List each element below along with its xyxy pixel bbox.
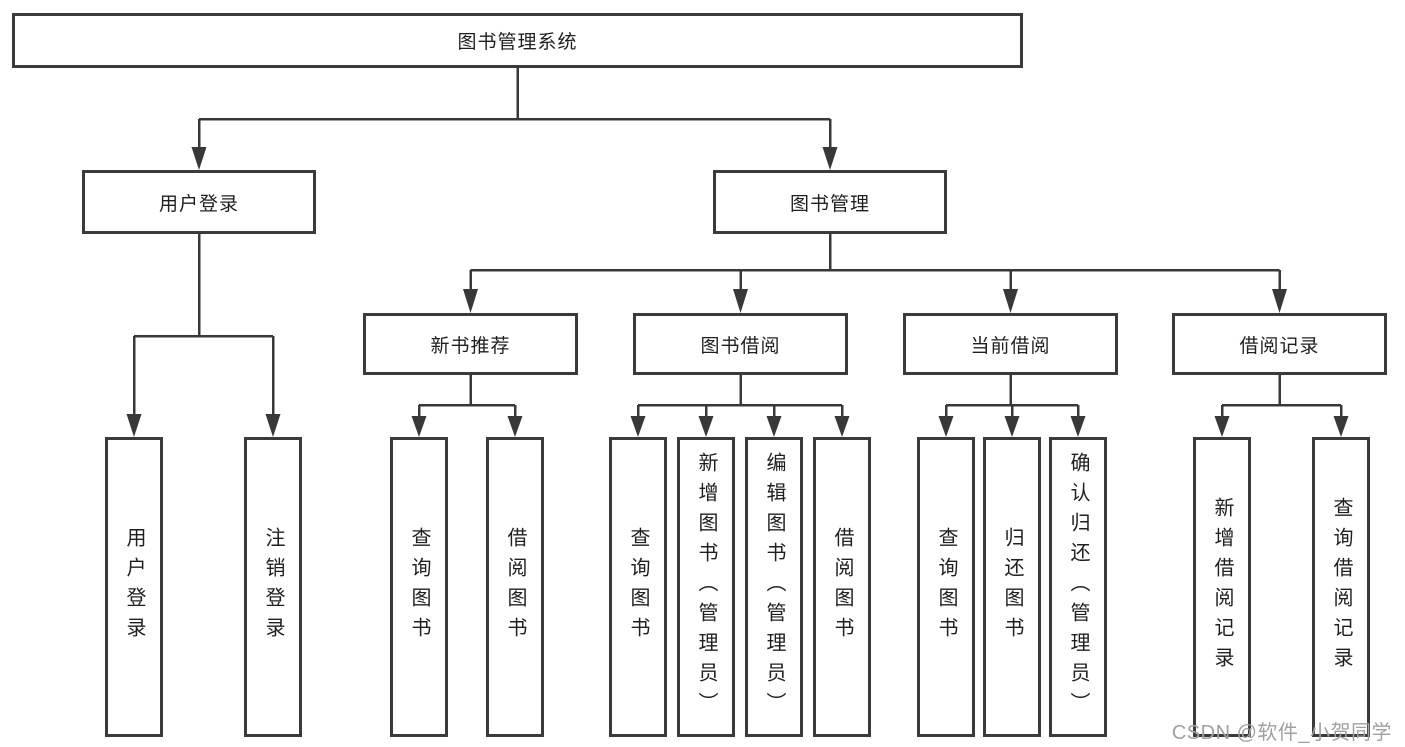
leaf-logout: 注销登录	[244, 437, 302, 737]
connector-book-borrow	[630, 375, 850, 437]
node-root-label: 图书管理系统	[457, 32, 578, 53]
leaf-edit-books-admin-label: 编辑图书（管理员）	[763, 452, 785, 722]
connector-current-borrow	[938, 375, 1086, 437]
leaf-confirm-return-admin: 确认归还（管理员）	[1049, 437, 1107, 737]
leaf-query-books-current-label: 查询图书	[935, 527, 957, 647]
leaf-user-login-label: 用户登录	[123, 527, 145, 647]
node-new-book-rec: 新书推荐	[363, 313, 578, 375]
leaf-query-books-borrow: 查询图书	[609, 437, 667, 737]
leaf-borrow-books: 借阅图书	[813, 437, 871, 737]
leaf-return-books: 归还图书	[983, 437, 1041, 737]
connector-book-mgmt	[463, 234, 1287, 313]
leaf-user-login: 用户登录	[105, 437, 163, 737]
leaf-return-books-label: 归还图书	[1001, 527, 1023, 647]
leaf-add-books-admin-label: 新增图书（管理员）	[695, 452, 717, 722]
node-user-login: 用户登录	[82, 170, 316, 234]
leaf-logout-label: 注销登录	[262, 527, 284, 647]
leaf-add-borrow-record-label: 新增借阅记录	[1211, 497, 1233, 677]
node-borrow-records-label: 借阅记录	[1239, 335, 1320, 357]
connector-user-login	[126, 234, 281, 437]
node-book-mgmt: 图书管理	[713, 170, 947, 234]
leaf-query-books-rec-label: 查询图书	[408, 527, 430, 647]
leaf-query-books-current: 查询图书	[917, 437, 975, 737]
node-borrow-records: 借阅记录	[1172, 313, 1387, 375]
connector-new-book-rec	[411, 375, 523, 437]
leaf-borrow-books-rec-label: 借阅图书	[504, 527, 526, 647]
leaf-query-borrow-record-label: 查询借阅记录	[1330, 497, 1352, 677]
node-user-login-label: 用户登录	[158, 193, 239, 215]
node-current-borrow: 当前借阅	[903, 313, 1118, 375]
leaf-query-books-borrow-label: 查询图书	[627, 527, 649, 647]
leaf-edit-books-admin: 编辑图书（管理员）	[745, 437, 803, 737]
leaf-query-books-rec: 查询图书	[390, 437, 448, 737]
leaf-add-books-admin: 新增图书（管理员）	[677, 437, 735, 737]
leaf-query-borrow-record: 查询借阅记录	[1312, 437, 1370, 737]
node-book-borrow-label: 图书借阅	[700, 335, 781, 357]
connector-borrow-records	[1214, 375, 1349, 437]
csdn-watermark: CSDN @软件_小贺同学	[1171, 722, 1392, 744]
node-book-mgmt-label: 图书管理	[789, 193, 870, 215]
leaf-borrow-books-label: 借阅图书	[831, 527, 853, 647]
leaf-confirm-return-admin-label: 确认归还（管理员）	[1067, 452, 1089, 722]
leaf-borrow-books-rec: 借阅图书	[486, 437, 544, 737]
connector-root	[191, 68, 838, 170]
node-current-borrow-label: 当前借阅	[970, 335, 1051, 357]
node-root: 图书管理系统	[12, 13, 1023, 68]
leaf-add-borrow-record: 新增借阅记录	[1193, 437, 1251, 737]
node-book-borrow: 图书借阅	[633, 313, 848, 375]
node-new-book-rec-label: 新书推荐	[430, 335, 511, 357]
